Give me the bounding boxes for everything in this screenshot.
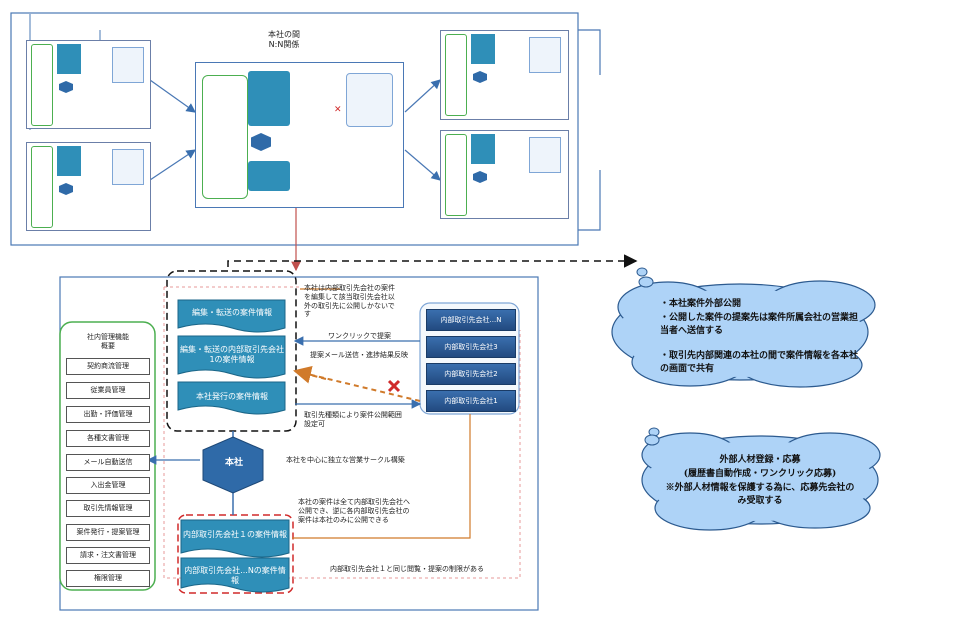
menu-item: メール自動送信 — [66, 454, 150, 471]
cloud-bottom — [641, 427, 881, 531]
bottom-stack-item: 内部取引先会社...Nの案件情報 — [184, 566, 286, 585]
arrow-label-one-click: ワンクリックで提案 — [328, 332, 391, 340]
overview-title: 本社の間 N:N関係 — [268, 30, 300, 49]
hq-stack-item: 編集・転送の内部取引先会社1の案件情報 — [180, 345, 284, 364]
partner-box: 内部取引先会社...N — [426, 309, 516, 331]
cloud-bottom-line: (履歴書自動作成・ワンクリック応募) — [683, 469, 837, 479]
partner-box: 内部取引先会社2 — [426, 363, 516, 385]
menu-item: 従業員管理 — [66, 382, 150, 399]
menu-item: 出勤・評価管理 — [66, 406, 150, 423]
hq-stack-item: 本社発行の案件情報 — [196, 392, 268, 401]
arrow-label-type: 取引先種類により案件公開範囲設定可 — [304, 411, 402, 428]
overview-frame — [10, 12, 579, 246]
cloud-top-line: ・本社案件外部公開 — [660, 299, 742, 309]
overview-mini-card — [440, 30, 569, 120]
menu-item: 入出金管理 — [66, 477, 150, 494]
cloud-bottom-line: ※外部人材情報を保護する為に、応募先会社のみ受取する — [665, 483, 855, 506]
cloud-arrow — [227, 254, 638, 268]
partner-box: 内部取引先会社3 — [426, 336, 516, 358]
cloud-top-line: ・取引先内部関連の本社の間で案件情報を各本社の画面で共有 — [660, 351, 859, 374]
overview-mini-card — [26, 142, 151, 231]
overview-center-card: ✕ — [195, 62, 404, 208]
menu-item: 権限管理 — [66, 570, 150, 587]
cloud-bottom-line: 外部人材登録・応募 — [719, 455, 801, 465]
partner-box: 内部取引先会社1 — [426, 390, 516, 412]
side-menu-title: 社内管理機能 概要 — [87, 333, 129, 350]
menu-item: 各種文書管理 — [66, 430, 150, 447]
note-bottom: 本社の案件は全て内部取引先会社へ公開でき、逆に各内部取引先会社の案件は本社のみに… — [298, 498, 410, 524]
arrow-label-mail: 提案メール送信・進捗結果反映 — [310, 351, 408, 359]
hq-stack-item: 編集・転送の案件情報 — [192, 308, 272, 317]
hq-hexagon — [202, 436, 264, 494]
cloud-top-line: ・公開した案件の提案先は案件所属会社の営業担当者へ送信する — [660, 313, 859, 336]
note-top: 本社は内部取引先会社の案件を編集して該当取引先会社以外の取引先に公開しかないです — [304, 284, 395, 319]
hq-caption: 本社を中心に独立な営業サークル構築 — [286, 456, 405, 464]
menu-item: 取引先情報管理 — [66, 500, 150, 517]
bottom-note: 内部取引先会社１と同じ閲覧・提案の制限がある — [330, 565, 484, 573]
menu-item: 案件発行・提案管理 — [66, 524, 150, 541]
hq-label: 本社 — [224, 458, 243, 468]
hq-wave-stack — [177, 299, 286, 415]
overview-mini-card — [26, 40, 151, 129]
overview-mini-card — [440, 130, 569, 219]
bottom-stack-item: 内部取引先会社１の案件情報 — [183, 530, 287, 539]
menu-item: 契約商流管理 — [66, 358, 150, 375]
menu-item: 請求・注文書管理 — [66, 547, 150, 564]
bottom-wave-stack — [180, 519, 290, 593]
cloud-top — [611, 267, 876, 388]
